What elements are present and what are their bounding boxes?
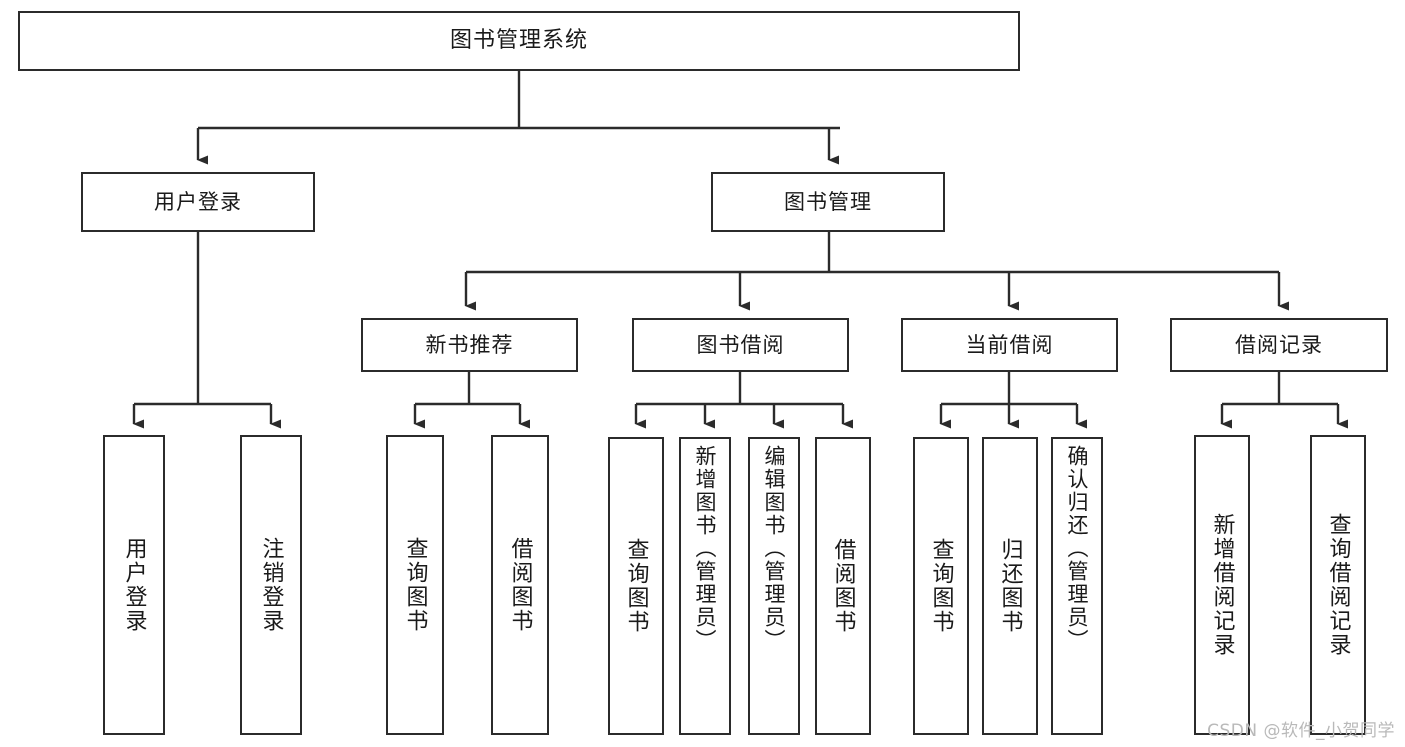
leaf-recommend-query-book[interactable]: 查询图书 bbox=[386, 435, 444, 735]
leaf-borrow-add-book[interactable]: 新增图书（管理员） bbox=[679, 437, 731, 735]
leaf-borrow-query-book-label: 查询图书 bbox=[623, 538, 649, 634]
leaf-current-return-book[interactable]: 归还图书 bbox=[982, 437, 1038, 735]
node-user-login-label: 用户登录 bbox=[154, 189, 242, 214]
leaf-borrow-borrow-book[interactable]: 借阅图书 bbox=[815, 437, 871, 735]
leaf-recommend-borrow-book-label: 借阅图书 bbox=[507, 537, 533, 633]
leaf-recommend-borrow-book[interactable]: 借阅图书 bbox=[491, 435, 549, 735]
node-root-label: 图书管理系统 bbox=[449, 28, 588, 54]
node-book-management[interactable]: 图书管理 bbox=[711, 172, 945, 232]
node-new-book-recommend[interactable]: 新书推荐 bbox=[361, 318, 578, 372]
node-current-borrow-label: 当前借阅 bbox=[965, 332, 1054, 357]
node-root[interactable]: 图书管理系统 bbox=[18, 11, 1020, 71]
node-borrow-record[interactable]: 借阅记录 bbox=[1170, 318, 1388, 372]
leaf-borrow-edit-book-label: 编辑图书（管理员） bbox=[762, 445, 787, 652]
leaf-borrow-edit-book[interactable]: 编辑图书（管理员） bbox=[748, 437, 800, 735]
leaf-borrow-borrow-book-label: 借阅图书 bbox=[830, 538, 856, 634]
node-current-borrow[interactable]: 当前借阅 bbox=[901, 318, 1118, 372]
node-book-borrow-label: 图书借阅 bbox=[696, 332, 785, 357]
leaf-user-login-login[interactable]: 用户登录 bbox=[103, 435, 165, 735]
leaf-current-query-book-label: 查询图书 bbox=[928, 538, 954, 634]
leaf-user-login-login-label: 用户登录 bbox=[121, 537, 147, 633]
leaf-current-confirm-return-label: 确认归还（管理员） bbox=[1065, 445, 1090, 652]
node-new-book-recommend-label: 新书推荐 bbox=[425, 332, 514, 357]
watermark: CSDN @软件_小贺同学 bbox=[1207, 721, 1395, 741]
leaf-recommend-query-book-label: 查询图书 bbox=[402, 537, 428, 633]
leaf-borrow-add-book-label: 新增图书（管理员） bbox=[693, 445, 718, 652]
node-borrow-record-label: 借阅记录 bbox=[1235, 332, 1323, 357]
leaf-current-return-book-label: 归还图书 bbox=[997, 538, 1023, 634]
leaf-borrow-query-book[interactable]: 查询图书 bbox=[608, 437, 664, 735]
leaf-record-add-record-label: 新增借阅记录 bbox=[1209, 513, 1235, 657]
node-book-management-label: 图书管理 bbox=[784, 189, 872, 214]
leaf-current-query-book[interactable]: 查询图书 bbox=[913, 437, 969, 735]
node-user-login[interactable]: 用户登录 bbox=[81, 172, 315, 232]
node-book-borrow[interactable]: 图书借阅 bbox=[632, 318, 849, 372]
leaf-record-query-record-label: 查询借阅记录 bbox=[1325, 513, 1351, 657]
leaf-user-login-logout[interactable]: 注销登录 bbox=[240, 435, 302, 735]
leaf-user-login-logout-label: 注销登录 bbox=[258, 537, 284, 633]
leaf-current-confirm-return[interactable]: 确认归还（管理员） bbox=[1051, 437, 1103, 735]
leaf-record-query-record[interactable]: 查询借阅记录 bbox=[1310, 435, 1366, 735]
leaf-record-add-record[interactable]: 新增借阅记录 bbox=[1194, 435, 1250, 735]
